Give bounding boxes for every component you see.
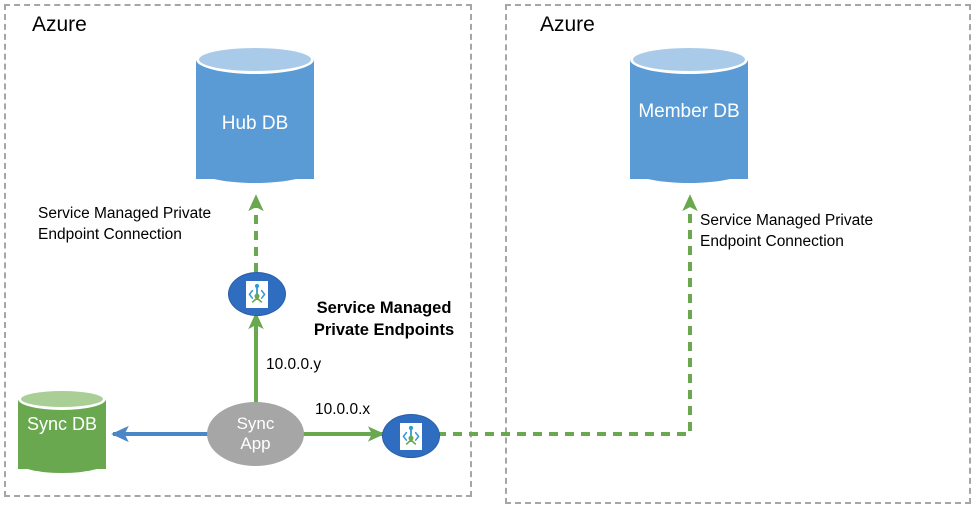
node-endpoint-member[interactable] (382, 414, 440, 458)
annotation-member-connection: Service Managed Private Endpoint Connect… (700, 212, 874, 251)
member-db-bottom-ellipse (630, 155, 748, 183)
annotation-hub-connection: Service Managed Private Endpoint Connect… (38, 205, 212, 244)
azure-boundary-left (4, 4, 472, 497)
node-sync-db[interactable]: Sync DB (18, 388, 106, 480)
node-member-db[interactable]: Member DB (630, 45, 748, 193)
azure-label-left: Azure (32, 13, 87, 36)
member-db-top-ellipse (630, 45, 748, 74)
hub-db-top-ellipse (196, 45, 314, 74)
node-endpoint-hub[interactable] (228, 272, 286, 316)
private-link-icon (246, 280, 268, 308)
sync-app-label: Sync App (236, 414, 275, 453)
private-link-icon (400, 422, 422, 450)
hub-db-bottom-ellipse (196, 155, 314, 183)
node-sync-app[interactable]: Sync App (207, 402, 304, 466)
azure-label-right: Azure (540, 13, 595, 36)
label-ip-member: 10.0.0.x (315, 401, 371, 418)
node-hub-db[interactable]: Hub DB (196, 45, 314, 193)
annotation-endpoints-title: Service Managed Private Endpoints (313, 299, 455, 339)
sync-db-bottom-ellipse (18, 452, 106, 473)
sync-db-top-ellipse (18, 388, 106, 410)
edge-endpoint-member-to-memberdb (437, 194, 698, 436)
label-ip-hub: 10.0.0.y (266, 356, 322, 373)
azure-boundary-right (505, 4, 971, 504)
